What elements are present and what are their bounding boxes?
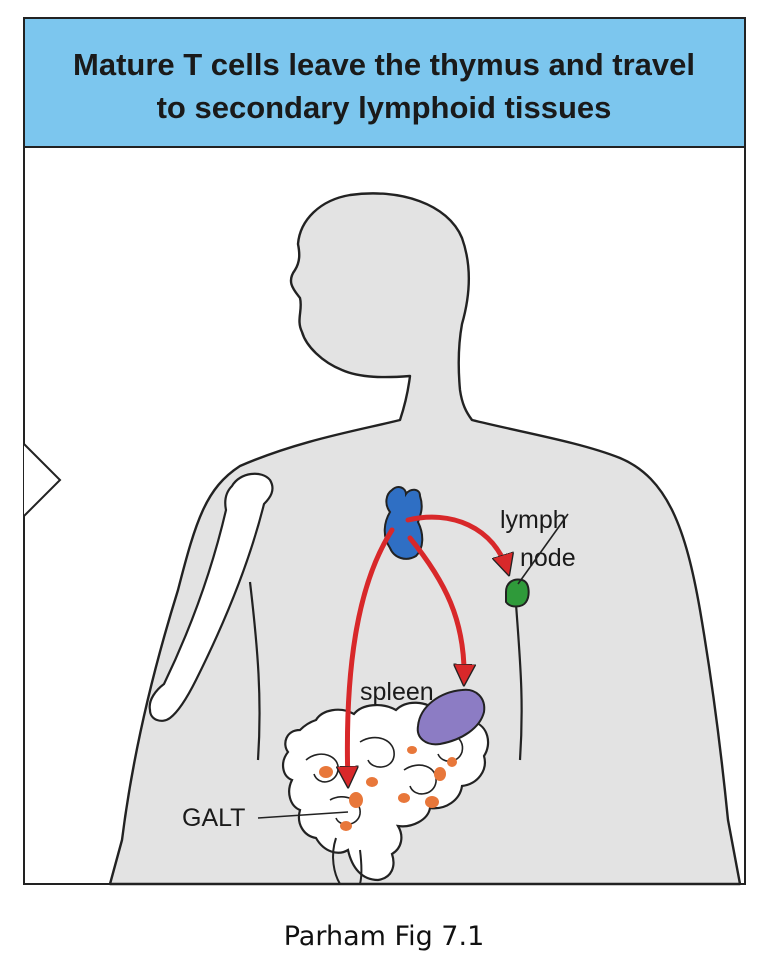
title-line-1: Mature T cells leave the thymus and trav… <box>73 47 695 82</box>
arrow-thymus-to-spleen <box>407 535 464 682</box>
galt-follicle <box>398 793 410 803</box>
frame-notch <box>23 443 62 517</box>
galt-follicle <box>425 796 439 808</box>
lymph-node-leader-line <box>517 513 569 585</box>
arrow-thymus-to-galt <box>347 527 395 784</box>
lymph-node-organ <box>505 578 530 608</box>
galt-follicle <box>319 766 333 778</box>
title-line-2: to secondary lymphoid tissues <box>157 90 612 125</box>
spleen-organ <box>416 688 486 746</box>
galt-leader-line <box>257 811 349 819</box>
lymph-node-label-line-2: node <box>520 544 576 572</box>
lymph-node-label-line-1: lymph <box>500 506 567 534</box>
arm-contour-right <box>514 603 523 761</box>
arm-contour-left <box>248 581 261 761</box>
galt-follicle <box>407 746 417 754</box>
colon-descending-2 <box>359 849 363 885</box>
humerus-bone <box>148 472 274 722</box>
arrow-thymus-to-lymph-node <box>405 514 508 572</box>
intestine-loop-inner-3 <box>403 764 437 795</box>
intestine-outline <box>282 701 490 882</box>
intestine-loop-inner-2 <box>359 736 395 768</box>
title-banner <box>25 19 744 147</box>
spleen-label: spleen <box>360 678 434 706</box>
galt-follicle <box>349 792 363 808</box>
galt-follicle <box>434 767 446 781</box>
figure-caption: Parham Fig 7.1 <box>284 921 485 952</box>
colon-descending <box>332 837 341 885</box>
galt-follicle <box>447 757 457 767</box>
body-silhouette <box>108 192 742 886</box>
galt-follicle <box>366 777 378 787</box>
galt-follicle <box>340 821 352 831</box>
galt-label: GALT <box>182 804 245 832</box>
